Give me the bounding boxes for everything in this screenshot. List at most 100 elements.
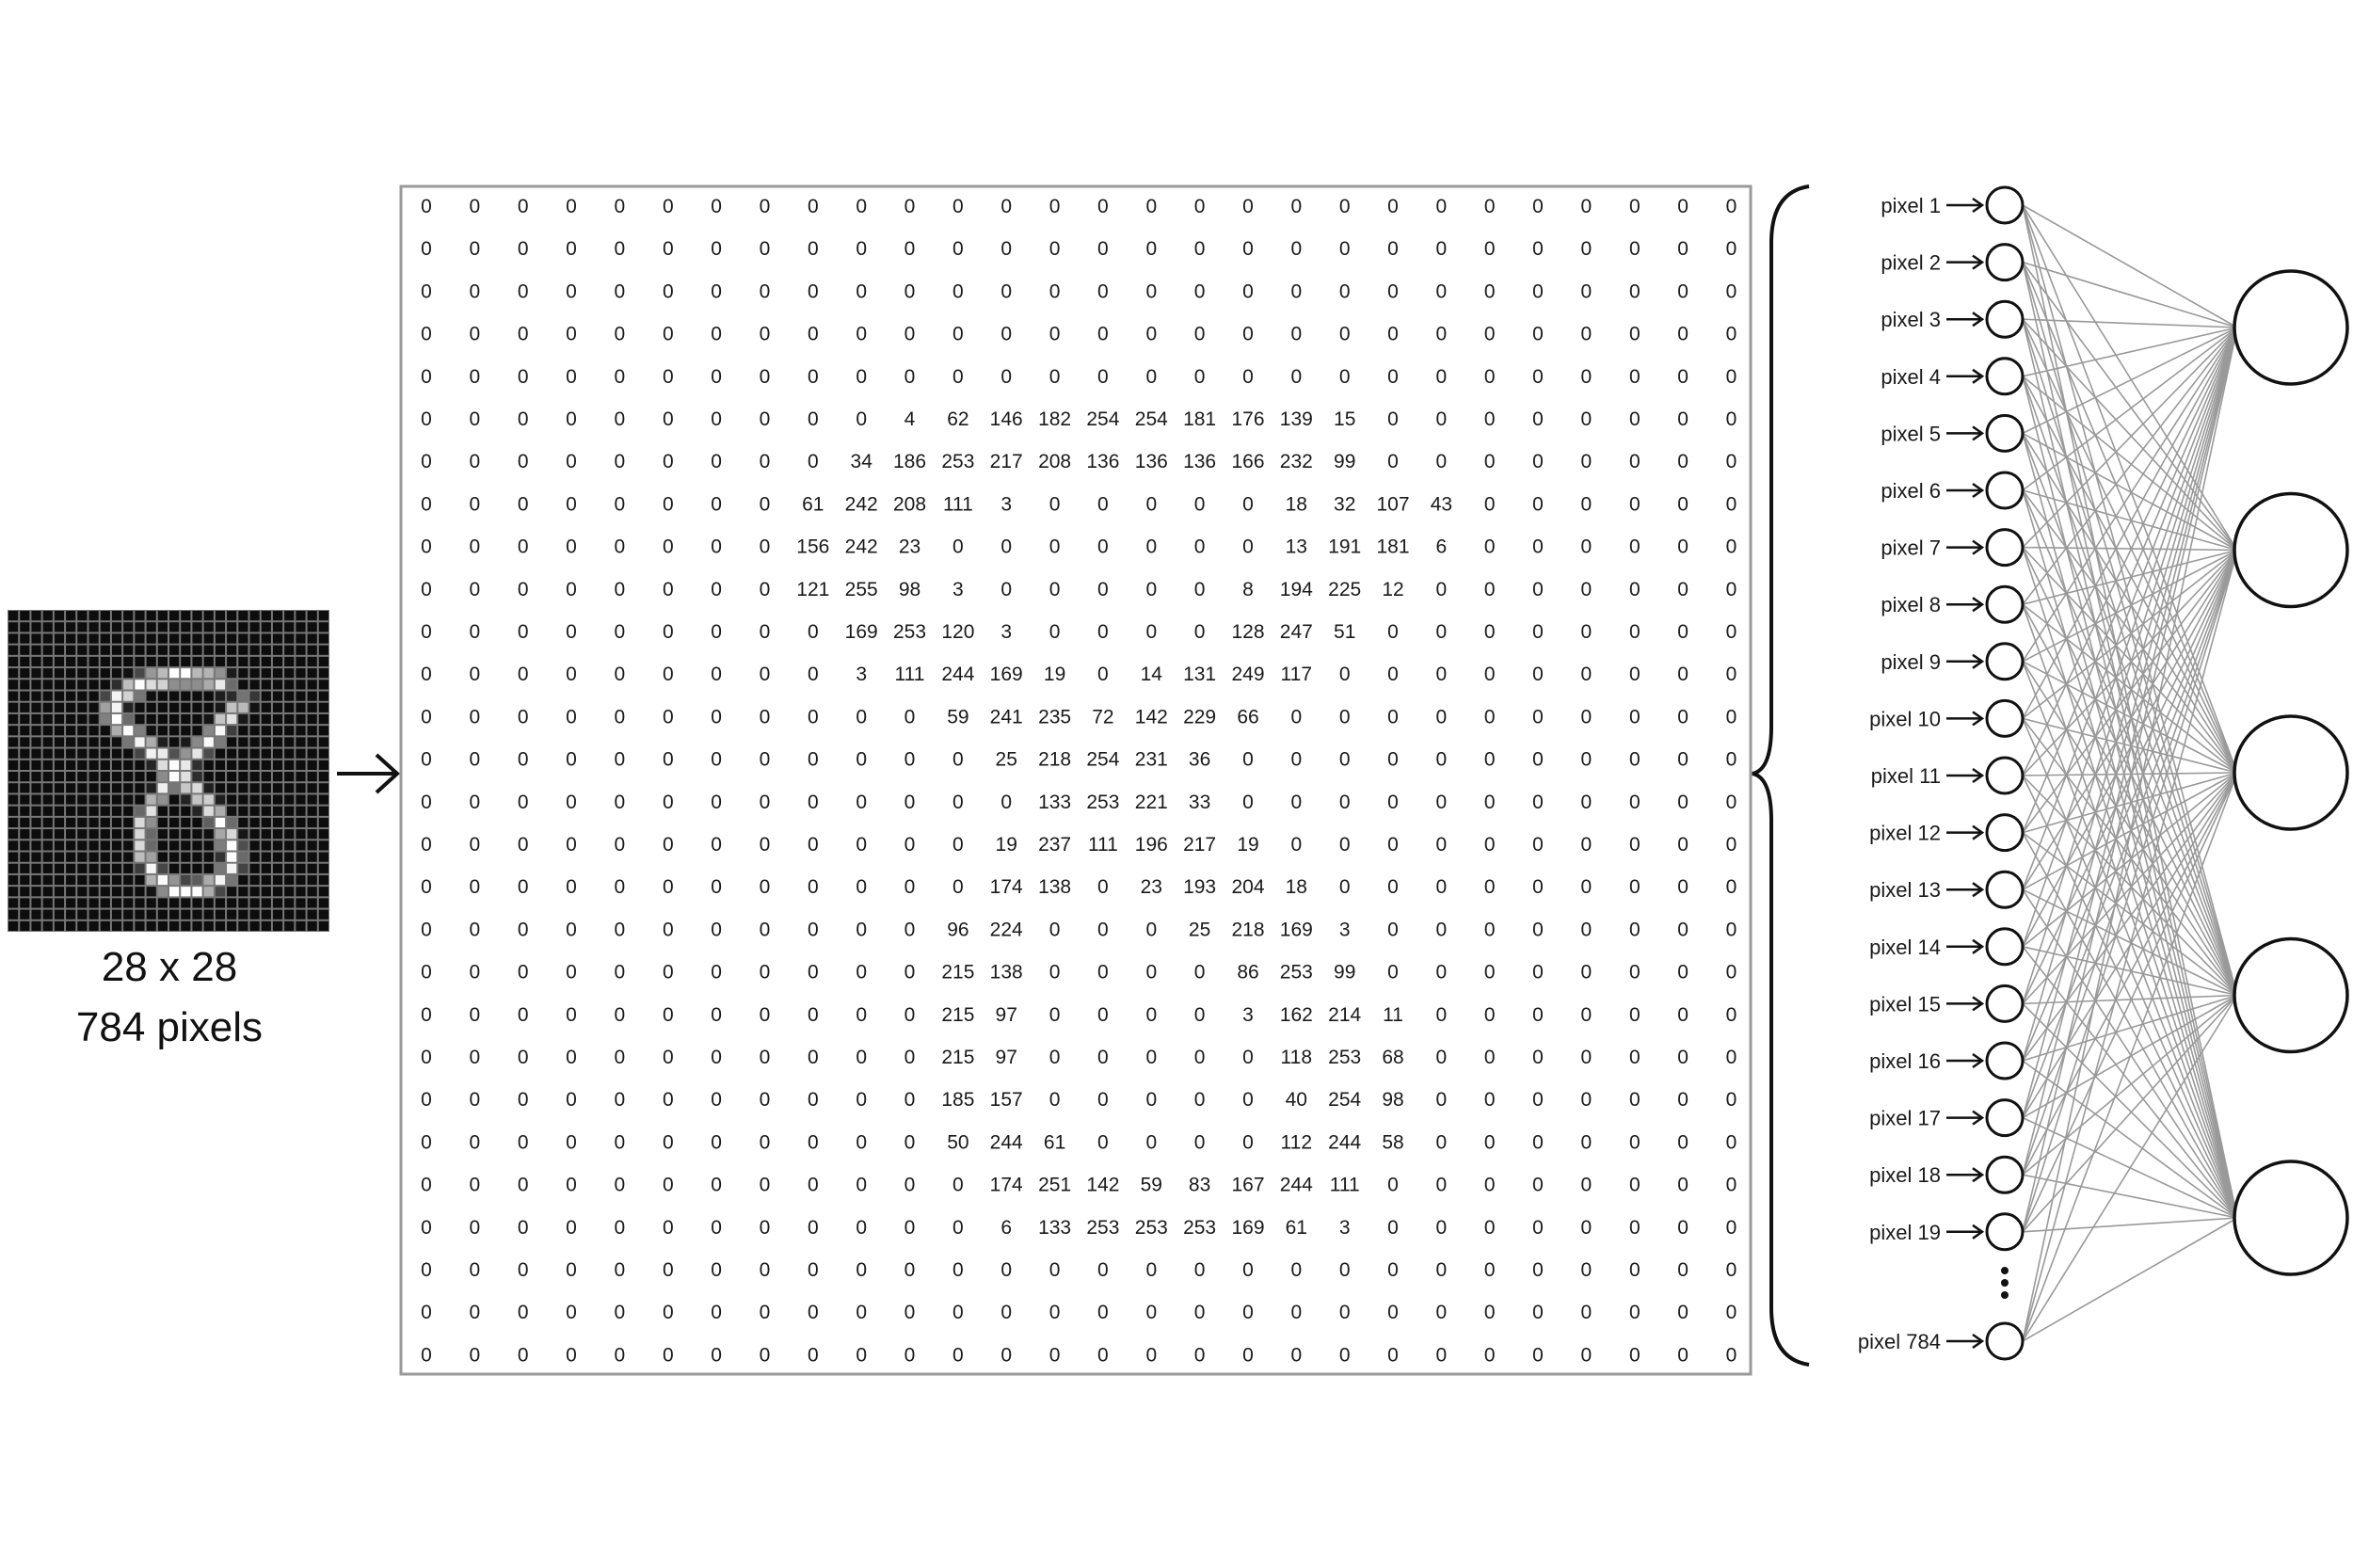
matrix-cell: 0 xyxy=(711,876,722,898)
matrix-cell: 169 xyxy=(1231,1217,1264,1239)
matrix-cell: 0 xyxy=(1581,579,1593,600)
thumbnail-pixel xyxy=(203,668,214,679)
matrix-cell: 214 xyxy=(1328,1004,1361,1026)
thumbnail-pixel xyxy=(215,748,226,759)
input-neuron xyxy=(1985,1041,2025,1080)
matrix-cell: 0 xyxy=(1484,962,1496,984)
matrix-cell: 176 xyxy=(1231,408,1264,430)
matrix-cell: 0 xyxy=(518,1089,529,1111)
thumbnail-pixel xyxy=(307,898,317,908)
thumbnail-pixel xyxy=(20,713,30,725)
matrix-cell: 0 xyxy=(1532,1047,1544,1068)
matrix-cell: 0 xyxy=(1677,1175,1689,1196)
matrix-cell: 0 xyxy=(470,1004,481,1026)
thumbnail-pixel xyxy=(296,817,306,828)
thumbnail-pixel xyxy=(146,713,156,725)
thumbnail-pixel xyxy=(157,645,168,655)
matrix-cell: 0 xyxy=(904,280,916,302)
thumbnail-pixel xyxy=(66,713,76,725)
network-edge xyxy=(2022,772,2238,1062)
thumbnail-pixel xyxy=(261,656,271,667)
matrix-cell: 0 xyxy=(663,621,674,643)
thumbnail-pixel xyxy=(88,806,99,816)
matrix-cell: 0 xyxy=(1726,1004,1737,1026)
matrix-cell: 98 xyxy=(899,579,920,600)
thumbnail-pixel xyxy=(135,760,145,770)
thumbnail-pixel xyxy=(42,760,53,770)
thumbnail-pixel xyxy=(20,829,30,840)
arrow-right-icon xyxy=(1946,767,1985,784)
matrix-cell: 0 xyxy=(1290,1302,1302,1323)
thumbnail-pixel xyxy=(42,726,53,736)
matrix-cell: 0 xyxy=(856,1217,867,1239)
thumbnail-pixel xyxy=(238,874,248,886)
thumbnail-pixel xyxy=(146,909,156,920)
matrix-cell: 0 xyxy=(1145,324,1157,345)
matrix-cell: 0 xyxy=(1097,238,1109,260)
thumbnail-pixel xyxy=(192,737,202,747)
matrix-cell: 0 xyxy=(1290,1259,1302,1281)
matrix-cell: 0 xyxy=(1097,1047,1109,1068)
thumbnail-pixel xyxy=(20,863,30,873)
thumbnail-pixel xyxy=(227,611,237,621)
matrix-cell: 0 xyxy=(1629,1089,1641,1111)
thumbnail-pixel xyxy=(181,691,191,701)
matrix-cell: 0 xyxy=(1629,749,1641,771)
network-edge xyxy=(2022,327,2238,435)
thumbnail-pixel xyxy=(146,668,156,679)
matrix-cell: 182 xyxy=(1038,408,1071,430)
thumbnail-pixel xyxy=(100,898,110,908)
thumbnail-pixel xyxy=(54,713,65,725)
thumbnail-pixel xyxy=(272,622,283,632)
thumbnail-pixel xyxy=(181,772,191,782)
thumbnail-pixel xyxy=(31,748,41,759)
arrow-right-icon xyxy=(1946,1167,1985,1183)
matrix-cell: 0 xyxy=(470,1344,481,1366)
thumbnail-pixel xyxy=(123,772,134,782)
thumbnail-pixel xyxy=(31,909,41,920)
matrix-cell: 0 xyxy=(1000,1302,1012,1323)
network-edge xyxy=(2022,603,2238,774)
matrix-cell: 0 xyxy=(1290,706,1302,728)
matrix-cell: 0 xyxy=(1436,962,1448,984)
matrix-cell: 0 xyxy=(1726,664,1737,685)
thumbnail-pixel xyxy=(203,633,214,644)
thumbnail-pixel xyxy=(318,645,328,655)
matrix-cell: 0 xyxy=(1242,1259,1254,1281)
network-edge xyxy=(2022,204,2238,774)
thumbnail-pixel xyxy=(42,863,53,873)
matrix-cell: 0 xyxy=(808,238,819,260)
thumbnail-pixel xyxy=(296,772,306,782)
matrix-cell: 0 xyxy=(566,366,577,388)
thumbnail-pixel xyxy=(215,852,226,862)
thumbnail-pixel xyxy=(215,898,226,908)
matrix-cell: 0 xyxy=(1532,1217,1544,1239)
matrix-cell: 117 xyxy=(1281,664,1312,685)
matrix-cell: 0 xyxy=(808,451,819,472)
thumbnail-pixel xyxy=(238,748,248,759)
matrix-cell: 0 xyxy=(1581,962,1593,984)
arrow-right-icon xyxy=(1946,254,1985,270)
matrix-cell: 0 xyxy=(1677,1344,1689,1366)
matrix-cell: 0 xyxy=(904,1302,916,1323)
matrix-cell: 0 xyxy=(808,876,819,898)
matrix-cell: 0 xyxy=(1484,749,1496,771)
thumbnail-pixel xyxy=(318,909,328,920)
matrix-cell: 253 xyxy=(1086,1217,1119,1239)
matrix-cell: 136 xyxy=(1086,451,1119,472)
matrix-cell: 0 xyxy=(518,1302,529,1323)
thumbnail-pixel xyxy=(284,874,295,886)
thumbnail-pixel xyxy=(296,633,306,644)
matrix-cell: 99 xyxy=(1334,451,1355,472)
matrix-cell: 0 xyxy=(1145,536,1157,558)
matrix-cell: 157 xyxy=(990,1089,1023,1111)
thumbnail-pixel xyxy=(284,645,295,655)
matrix-cell: 3 xyxy=(1339,1217,1351,1239)
thumbnail-pixel xyxy=(203,760,214,770)
thumbnail-pixel xyxy=(100,863,110,873)
matrix-cell: 0 xyxy=(1726,1302,1737,1323)
thumbnail-pixel xyxy=(181,783,191,793)
matrix-cell: 0 xyxy=(615,536,626,558)
thumbnail-pixel xyxy=(8,794,19,805)
matrix-cell: 0 xyxy=(518,1217,529,1239)
